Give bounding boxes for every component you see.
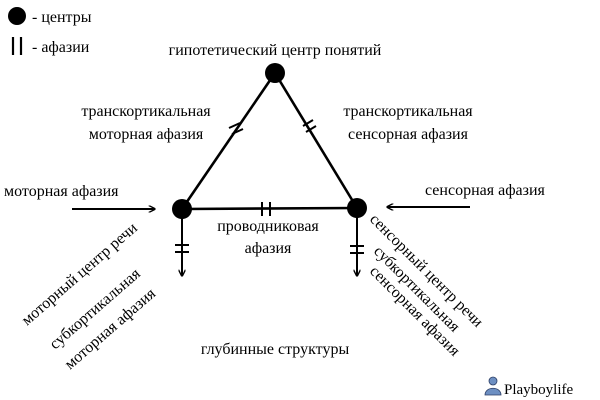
concept-center-label: гипотетический центр понятий xyxy=(169,42,382,59)
transcortical-motor-mark xyxy=(228,122,244,135)
subcortical-sensory-mark xyxy=(350,245,364,254)
legend-center-dot xyxy=(8,7,26,25)
deep-structures-label: глубинные структуры xyxy=(201,341,350,358)
motor-aphasia-label: моторная афазия xyxy=(4,183,119,200)
motor-center-node xyxy=(172,199,192,219)
transcortical-sensory-label-2: сенсорная афазия xyxy=(348,126,469,143)
edge-top-sensory xyxy=(273,72,359,209)
legend-aphasias-label: - афазии xyxy=(32,39,90,56)
conduction-aphasia-label-1: проводниковая xyxy=(217,218,319,235)
sensory-aphasia-label: сенсорная афазия xyxy=(425,182,546,199)
transcortical-motor-label-2: моторная афазия xyxy=(89,126,204,143)
transcortical-motor-label-1: транскортикальная xyxy=(81,103,211,120)
sensory-center-node xyxy=(347,198,367,218)
edge-top-motor xyxy=(180,72,277,210)
user-icon xyxy=(484,376,502,396)
transcortical-sensory-label-1: транскортикальная xyxy=(343,103,473,120)
legend-centers-label: - центры xyxy=(32,9,92,26)
conduction-aphasia-label-2: афазия xyxy=(245,240,292,257)
subcortical-motor-mark xyxy=(175,244,189,253)
concept-center-node xyxy=(265,63,285,83)
conduction-mark xyxy=(261,202,271,216)
transcortical-sensory-mark xyxy=(302,119,317,133)
watermark-text: Playboylife xyxy=(504,382,573,398)
